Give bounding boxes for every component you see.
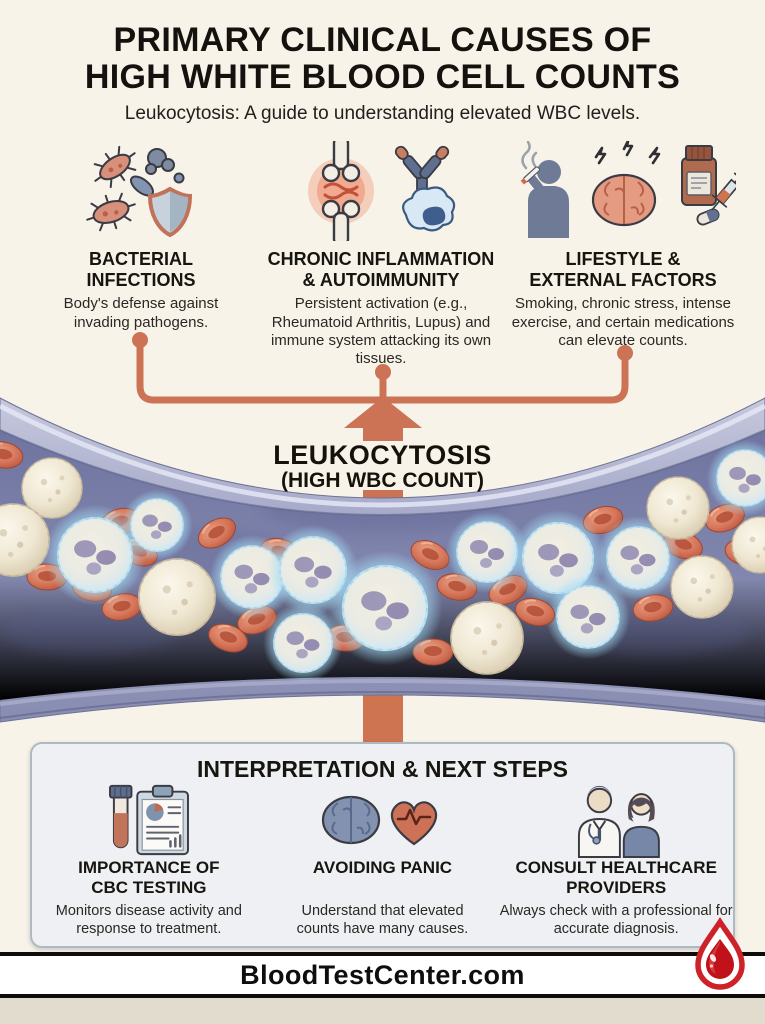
cause-lifestyle-factors: LIFESTYLE & EXTERNAL FACTORS Smoking, ch…: [500, 141, 746, 350]
smoker-brain-medication-icon: [500, 141, 746, 241]
step-description: Always check with a professional for acc…: [499, 903, 733, 938]
high-wbc-count-label: (HIGH WBC COUNT): [281, 469, 484, 493]
step-consult-providers: CONSULT HEALTHCARE PROVIDERS Always chec…: [499, 785, 733, 938]
blood-drop-logo: [695, 917, 745, 990]
bottom-strip: [0, 998, 765, 1024]
cause-bacterial-infections: BACTERIAL INFECTIONS Body's defense agai…: [30, 143, 252, 332]
page-subtitle: Leukocytosis: A guide to understanding e…: [124, 103, 641, 125]
cause-title: BACTERIAL INFECTIONS: [86, 249, 196, 290]
cause-title: LIFESTYLE & EXTERNAL FACTORS: [529, 249, 717, 290]
cause-description: Persistent activation (e.g., Rheumatoid …: [270, 295, 492, 368]
flow-result-label: LEUKOCYTOSIS (HIGH WBC COUNT): [0, 441, 765, 493]
causes-row: BACTERIAL INFECTIONS Body's defense agai…: [0, 141, 765, 367]
cause-description: Smoking, chronic stress, intense exercis…: [511, 295, 735, 349]
page-title: PRIMARY CLINICAL CAUSES OF HIGH WHITE BL…: [84, 21, 681, 97]
website-text: BloodTestCenter.com: [240, 959, 525, 990]
footer-bar: BloodTestCenter.com: [0, 952, 765, 998]
test-tube-report-icon: [32, 784, 266, 856]
cause-chronic-inflammation: CHRONIC INFLAMMATION & AUTOIMMUNITY Pers…: [256, 141, 506, 369]
step-title: AVOIDING PANIC: [312, 858, 453, 877]
header: PRIMARY CLINICAL CAUSES OF HIGH WHITE BL…: [0, 21, 765, 125]
step-title: CONSULT HEALTHCARE PROVIDERS: [515, 858, 717, 898]
brain-heart-icon: [266, 787, 500, 851]
step-avoiding-panic: AVOIDING PANIC Understand that elevated …: [266, 787, 500, 938]
steps-row: IMPORTANCE OF CBC TESTING Monitors disea…: [32, 784, 733, 938]
inflamed-joint-antibody-icon: [256, 141, 506, 241]
step-title: IMPORTANCE OF CBC TESTING: [78, 858, 220, 898]
panel-title: INTERPRETATION & NEXT STEPS: [196, 756, 568, 782]
cause-title: CHRONIC INFLAMMATION & AUTOIMMUNITY: [267, 249, 495, 290]
next-steps-panel: INTERPRETATION & NEXT STEPS: [30, 742, 735, 948]
flow-stem-bottom: [363, 688, 403, 745]
leukocytosis-label: LEUKOCYTOSIS: [273, 440, 492, 470]
bacteria-shield-icon: [30, 143, 252, 241]
cause-description: Body's defense against invading pathogen…: [63, 295, 219, 331]
step-cbc-testing: IMPORTANCE OF CBC TESTING Monitors disea…: [32, 784, 266, 938]
flow-connector: [132, 332, 633, 441]
step-description: Understand that elevated counts have man…: [296, 903, 469, 938]
blood-vessel-illustration: [0, 397, 765, 745]
step-description: Monitors disease activity and response t…: [55, 903, 242, 938]
doctor-patient-icon: [499, 785, 733, 858]
